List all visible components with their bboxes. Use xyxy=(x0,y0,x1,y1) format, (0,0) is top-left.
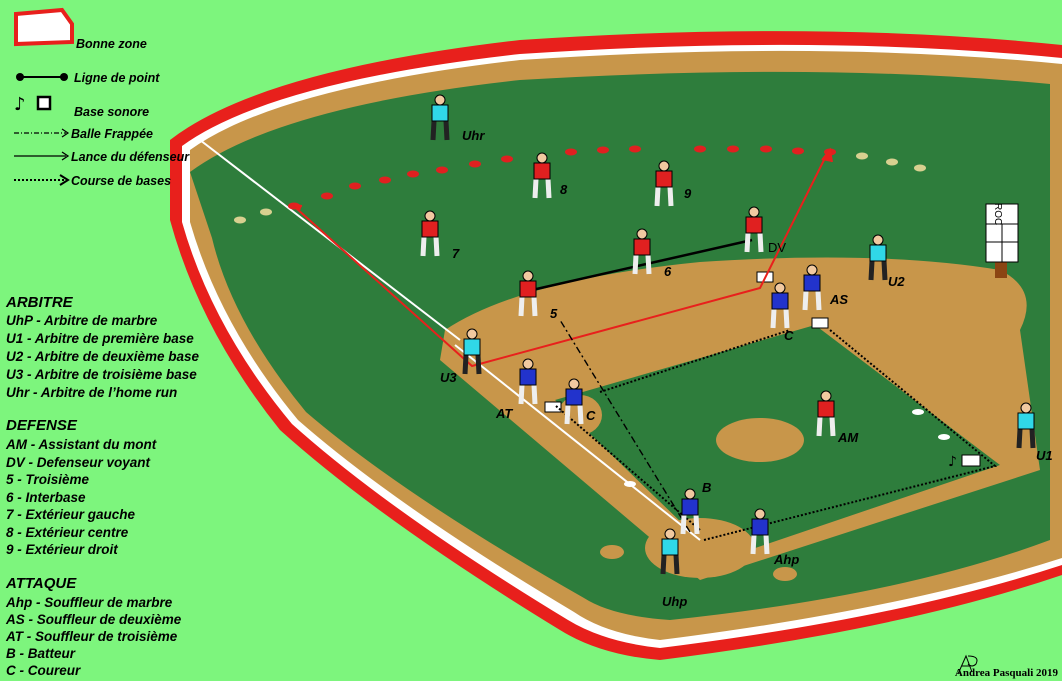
credit-text: Andrea Pasquali 2019 xyxy=(955,667,1058,679)
legend-point-line-text: Ligne de point xyxy=(74,71,159,85)
attaque-item: B - Batteur xyxy=(6,646,75,661)
defense-item: 7 - Extérieur gauche xyxy=(6,507,135,522)
defense-item: AM - Assistant du mont xyxy=(6,437,156,452)
arbitre-item: U2 - Arbitre de deuxième base xyxy=(6,349,199,364)
first-base xyxy=(962,455,980,466)
label-u3: U3 xyxy=(440,370,457,385)
defense-item: 9 - Extérieur droit xyxy=(6,542,118,557)
label-ahp: Ahp xyxy=(773,552,799,567)
legend-good-zone-text: Bonne zone xyxy=(76,37,147,51)
legend-good-zone: Bonne zone xyxy=(76,35,147,53)
legend-hit-ball-text: Balle Frappée xyxy=(71,127,153,141)
legend-base-running: Course de bases xyxy=(71,172,171,190)
legend-hit-ball: Balle Frappée xyxy=(71,125,153,143)
third-base xyxy=(545,402,561,412)
arbitre-title: ARBITRE xyxy=(6,294,73,311)
arbitre-item: UhP - Arbitre de marbre xyxy=(6,313,157,328)
legend-defender-throw: Lance du défenseur xyxy=(71,148,189,166)
sound-base-icon: ♪ xyxy=(14,94,50,115)
label-at: AT xyxy=(495,406,513,421)
point-line-icon xyxy=(16,73,68,81)
label-c-third: C xyxy=(586,408,596,423)
label-as: AS xyxy=(829,292,848,307)
good-zone-icon xyxy=(16,10,72,44)
attaque-item: AT - Souffleur de troisième xyxy=(6,629,177,644)
arbitre-item: U3 - Arbitre de troisième base xyxy=(6,367,197,382)
label-u1: U1 xyxy=(1036,448,1053,463)
pitcher-mound xyxy=(716,418,804,462)
attaque-item: AS - Souffleur de deuxième xyxy=(6,612,181,627)
label-uhr: Uhr xyxy=(462,128,485,143)
label-p7: 7 xyxy=(452,246,460,261)
legend-sound-base: Base sonore xyxy=(74,103,149,121)
label-b: B xyxy=(702,480,711,495)
label-p9: 9 xyxy=(684,186,692,201)
attaque-title: ATTAQUE xyxy=(6,575,76,592)
legend-base-running-text: Course de bases xyxy=(71,174,171,188)
arbitre-item: U1 - Arbitre de première base xyxy=(6,331,194,346)
label-p6: 6 xyxy=(664,264,672,279)
label-p8: 8 xyxy=(560,182,568,197)
legend-defender-throw-text: Lance du défenseur xyxy=(71,150,189,164)
defense-item: 8 - Extérieur centre xyxy=(6,525,128,540)
first-base-b xyxy=(812,318,828,328)
roc-label: ROC xyxy=(992,203,1003,225)
legend-point-line: Ligne de point xyxy=(74,69,159,87)
attaque-item: C - Coureur xyxy=(6,663,80,678)
sound-base-note: ♪ xyxy=(948,454,957,470)
defense-item: 5 - Troisième xyxy=(6,472,89,487)
label-p5: 5 xyxy=(550,306,558,321)
throw-line-icon xyxy=(14,152,68,160)
label-u2: U2 xyxy=(888,274,905,289)
svg-text:♪: ♪ xyxy=(14,94,26,115)
legend-sound-base-text: Base sonore xyxy=(74,105,149,119)
label-am: AM xyxy=(837,430,859,445)
hit-ball-line-icon xyxy=(14,129,68,137)
attaque-item: Ahp - Souffleur de marbre xyxy=(6,595,172,610)
base-running-line-icon xyxy=(14,175,68,185)
defense-item: 6 - Interbase xyxy=(6,490,86,505)
defense-title: DEFENSE xyxy=(6,417,77,434)
arbitre-item: Uhr - Arbitre de l’home run xyxy=(6,385,177,400)
label-uhp: Uhp xyxy=(662,594,687,609)
label-c-second: C xyxy=(784,328,794,343)
defense-item: DV - Defenseur voyant xyxy=(6,455,150,470)
label-dv: DV xyxy=(768,240,786,255)
